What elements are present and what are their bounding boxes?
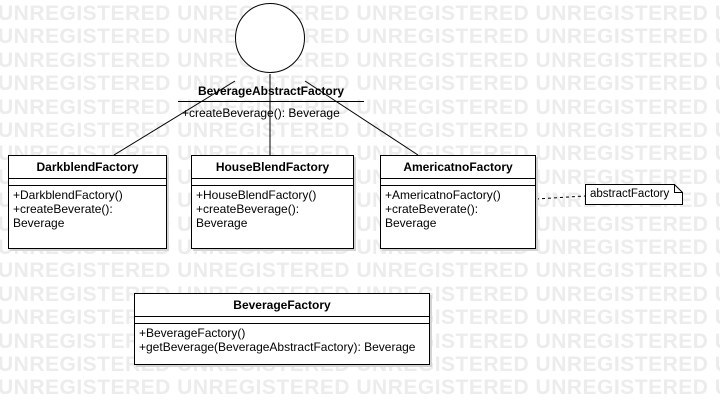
watermark-text: UNREGISTERED UNREGISTERED UNREGISTERED U… <box>0 189 720 213</box>
class-name: AmericatnoFactory <box>381 156 535 179</box>
watermark-text: UNREGISTERED UNREGISTERED UNREGISTERED U… <box>0 212 720 236</box>
watermark-text: UNREGISTERED UNREGISTERED UNREGISTERED U… <box>0 142 720 166</box>
class-attributes <box>192 179 353 186</box>
interface-lollipop-icon[interactable] <box>235 3 305 73</box>
class-name: HouseBlendFactory <box>192 156 353 179</box>
interface-divider <box>178 101 364 102</box>
operation: +AmericatnoFactory() <box>385 188 501 202</box>
class-houseblend-factory[interactable]: HouseBlendFactory +HouseBlendFactory() +… <box>191 155 354 249</box>
operation: +createBeverate(): Beverage <box>13 202 113 230</box>
watermark-text: UNREGISTERED UNREGISTERED UNREGISTERED U… <box>0 2 720 25</box>
class-beverage-factory[interactable]: BeverageFactory +BeverageFactory() +getB… <box>134 293 430 365</box>
watermark-text: UNREGISTERED UNREGISTERED UNREGISTERED U… <box>0 48 720 72</box>
watermark-text: UNREGISTERED UNREGISTERED UNREGISTERED U… <box>0 259 720 283</box>
realization-line-americano <box>304 80 419 156</box>
class-attributes <box>9 179 166 186</box>
watermark-text: UNREGISTERED UNREGISTERED UNREGISTERED U… <box>0 25 720 49</box>
class-operations: +HouseBlendFactory() +createBeverage(): … <box>192 186 353 232</box>
operation: +createBeverage(): Beverage <box>196 202 300 230</box>
interface-name: BeverageAbstractFactory <box>197 84 345 98</box>
class-attributes <box>135 317 429 324</box>
watermark-text: UNREGISTERED UNREGISTERED UNREGISTERED U… <box>0 165 720 189</box>
class-americano-factory[interactable]: AmericatnoFactory +AmericatnoFactory() +… <box>380 155 536 249</box>
operation: +BeverageFactory() <box>139 326 246 340</box>
note-anchor-line <box>535 195 586 200</box>
watermark-text: UNREGISTERED UNREGISTERED UNREGISTERED U… <box>0 236 720 259</box>
operation: +crateBeverate(): Beverage <box>385 202 479 230</box>
class-operations: +AmericatnoFactory() +crateBeverate(): B… <box>381 186 535 232</box>
realization-line-darkblend <box>113 80 236 156</box>
watermark-text: UNREGISTERED UNREGISTERED UNREGISTERED U… <box>0 119 720 142</box>
class-name: DarkblendFactory <box>9 156 166 179</box>
operation: +getBeverage(BeverageAbstractFactory): B… <box>139 340 416 354</box>
operation: +DarkblendFactory() <box>13 188 123 202</box>
note-abstract-factory[interactable]: abstractFactory <box>585 184 683 205</box>
interface-operation: +createBeverage(): Beverage <box>182 106 340 120</box>
class-attributes <box>381 179 535 186</box>
class-operations: +BeverageFactory() +getBeverage(Beverage… <box>135 324 429 356</box>
watermark-text: UNREGISTERED UNREGISTERED UNREGISTERED U… <box>0 376 720 400</box>
class-darkblend-factory[interactable]: DarkblendFactory +DarkblendFactory() +cr… <box>8 155 167 249</box>
note-fold-corner <box>674 184 683 193</box>
class-operations: +DarkblendFactory() +createBeverate(): B… <box>9 186 166 232</box>
operation: +HouseBlendFactory() <box>196 188 317 202</box>
watermark-text: UNREGISTERED UNREGISTERED UNREGISTERED U… <box>0 72 720 96</box>
class-name: BeverageFactory <box>135 294 429 317</box>
